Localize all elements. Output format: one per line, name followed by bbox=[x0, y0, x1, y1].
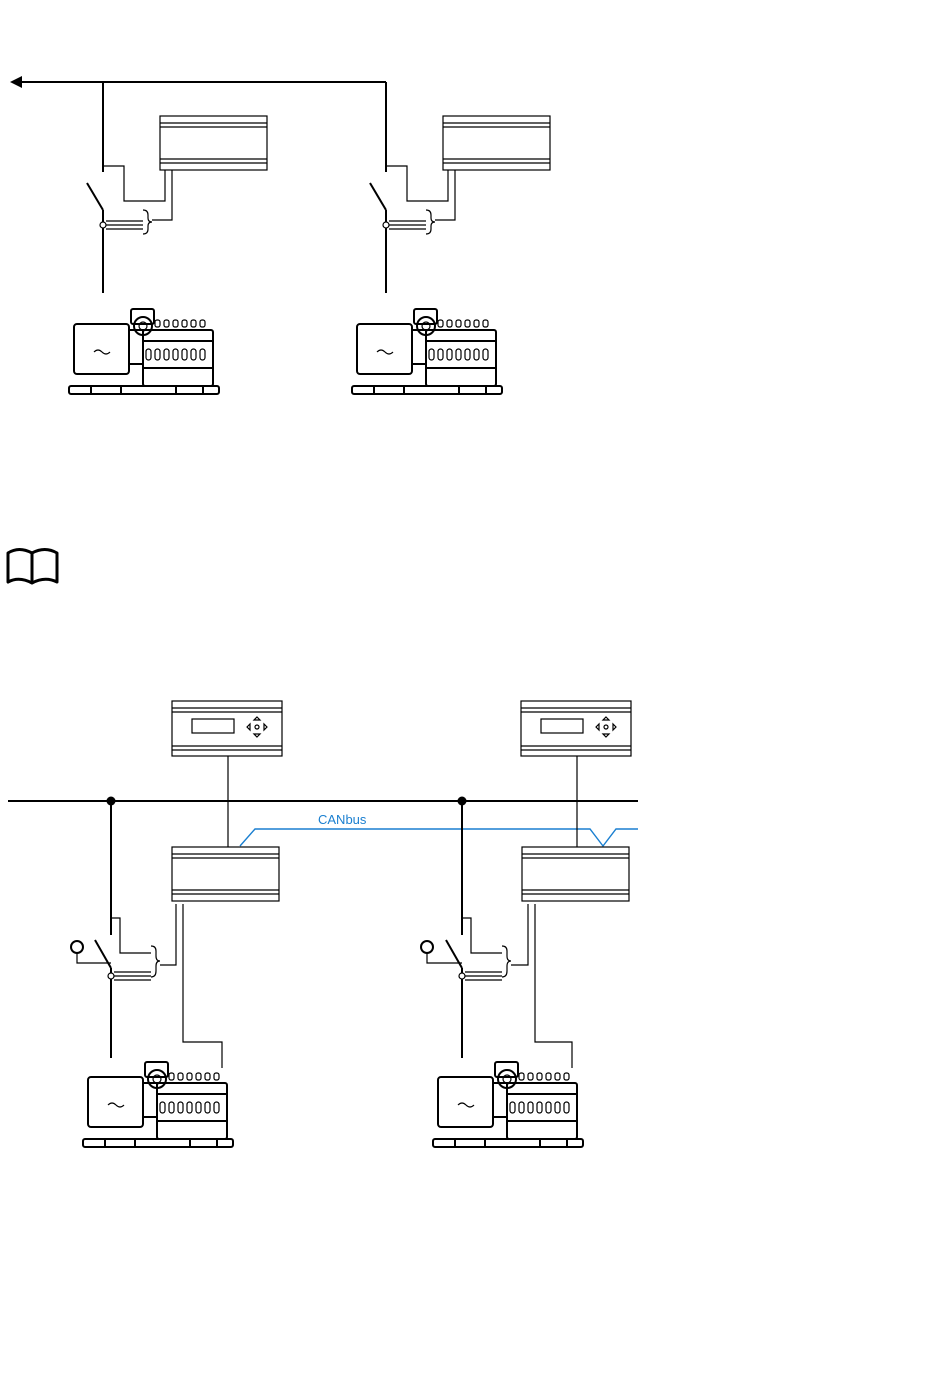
genset-icon bbox=[433, 1062, 583, 1147]
genset-icon bbox=[69, 309, 219, 394]
bottom-unit-1 bbox=[71, 701, 282, 1147]
canbus-label: CANbus bbox=[318, 812, 367, 827]
breaker-coil-icon bbox=[421, 941, 433, 953]
controller-box bbox=[443, 116, 550, 170]
controller-box bbox=[522, 847, 629, 901]
display-unit bbox=[172, 701, 282, 756]
breaker-switch-icon bbox=[446, 940, 462, 968]
breaker-switch-icon bbox=[87, 183, 103, 210]
brace-icon bbox=[143, 210, 152, 234]
brace-icon bbox=[426, 210, 435, 234]
current-transformer-icon bbox=[383, 222, 389, 228]
brace-icon bbox=[151, 946, 160, 977]
top-diagram bbox=[10, 76, 550, 394]
bottom-diagram: CANbus bbox=[8, 701, 638, 1147]
breaker-switch-icon bbox=[370, 183, 386, 210]
canbus-line bbox=[240, 829, 638, 846]
top-unit-2 bbox=[352, 82, 550, 394]
controller-box bbox=[172, 847, 279, 901]
display-unit bbox=[521, 701, 631, 756]
breaker-coil-icon bbox=[71, 941, 83, 953]
book-icon bbox=[8, 550, 57, 584]
bottom-unit-2 bbox=[421, 701, 631, 1147]
current-transformer-icon bbox=[459, 973, 465, 979]
bus-arrow-icon bbox=[10, 76, 22, 88]
current-transformer-icon bbox=[100, 222, 106, 228]
top-unit-1 bbox=[69, 82, 267, 394]
current-transformer-icon bbox=[108, 973, 114, 979]
genset-icon bbox=[83, 1062, 233, 1147]
genset-icon bbox=[352, 309, 502, 394]
controller-box bbox=[160, 116, 267, 170]
brace-icon bbox=[502, 946, 511, 977]
breaker-switch-icon bbox=[95, 940, 111, 968]
